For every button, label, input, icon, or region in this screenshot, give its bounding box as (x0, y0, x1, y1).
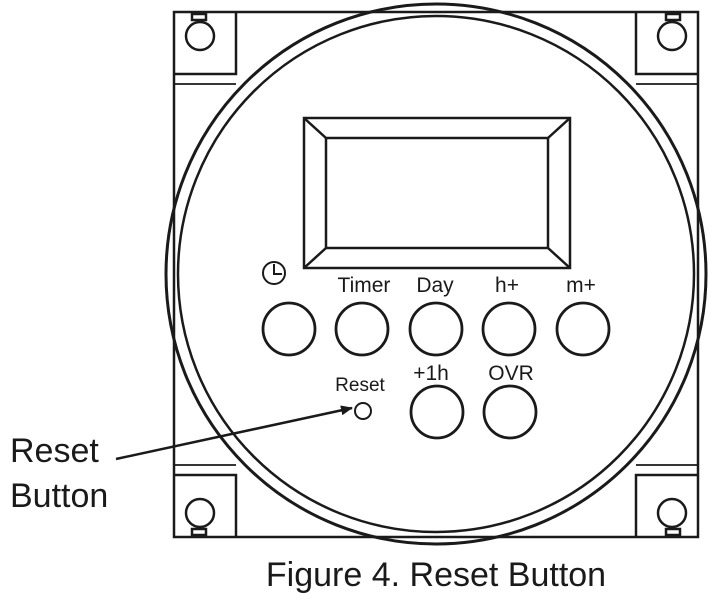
faceplate-outer-ring (164, 2, 708, 546)
clock-set-button[interactable] (261, 301, 317, 357)
corner-tab-top-left (174, 12, 238, 76)
timer-label: Timer (338, 274, 391, 297)
screw-hole-top-left (184, 20, 216, 52)
clock-icon (262, 261, 286, 285)
minute-plus-label: m+ (566, 274, 596, 297)
timer-button[interactable] (334, 301, 390, 357)
minute-plus-button[interactable] (555, 301, 611, 357)
housing-outer-frame (172, 10, 700, 539)
corner-tab-bottom-left (174, 473, 238, 537)
callout-label-line1: Reset (10, 432, 99, 470)
override-button[interactable] (482, 384, 538, 440)
callout-label-line2: Button (10, 477, 108, 515)
reset-label: Reset (335, 375, 385, 396)
plus-one-hour-label: +1h (413, 362, 449, 385)
figure-caption: Figure 4. Reset Button (266, 556, 606, 594)
corner-tab-top-right (634, 12, 698, 76)
housing (172, 10, 700, 539)
plus-one-hour-button[interactable] (409, 384, 465, 440)
hour-plus-button[interactable] (481, 301, 537, 357)
screw-hole-bottom-left (184, 497, 216, 529)
override-label: OVR (488, 362, 534, 385)
faceplate (164, 2, 708, 546)
hour-plus-label: h+ (495, 274, 519, 297)
screw-hole-bottom-right (656, 497, 688, 529)
screw-hole-top-right (656, 20, 688, 52)
lcd-display (302, 116, 572, 270)
day-button[interactable] (408, 301, 464, 357)
lcd-bezel (302, 116, 572, 270)
day-label: Day (416, 274, 454, 297)
callout-arrow (115, 405, 353, 461)
corner-tab-bottom-right (634, 473, 698, 537)
faceplate-inner-ring (176, 14, 696, 534)
lcd-screen (324, 136, 550, 250)
reset-button[interactable] (354, 402, 372, 420)
